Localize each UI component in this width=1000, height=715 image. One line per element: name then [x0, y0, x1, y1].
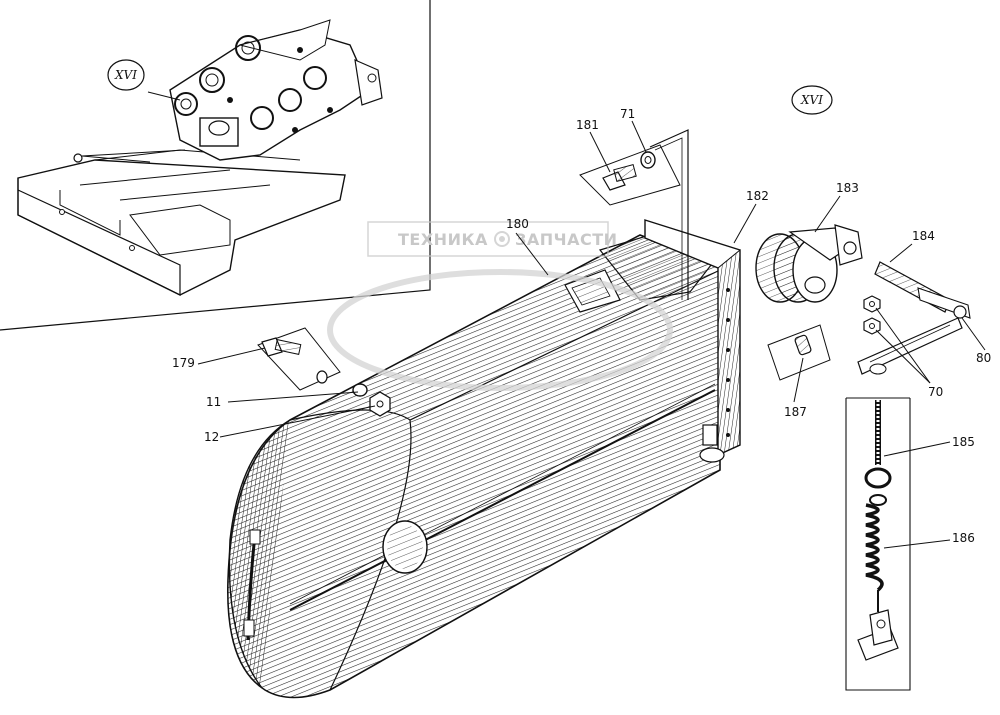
leader-lines — [197, 120, 986, 549]
bolt-179-group — [257, 327, 391, 417]
callout-179: 179 — [172, 356, 195, 370]
spring — [865, 494, 887, 612]
bolt-181-group — [579, 129, 689, 300]
group-frame-right — [845, 398, 911, 691]
tensioner-arm — [857, 261, 971, 375]
callout-180: 180 — [506, 217, 529, 231]
callout-182: 182 — [746, 189, 769, 203]
spring-bracket — [857, 609, 899, 661]
section-mark-inset: XVI — [114, 68, 137, 82]
tensioner-assembly — [755, 224, 863, 303]
section-mark-circle — [791, 85, 833, 115]
eye-bolt — [864, 400, 892, 489]
callout-183: 183 — [836, 181, 859, 195]
inset-detail — [0, 0, 431, 331]
casing-latch — [699, 424, 725, 463]
callout-80: 80 — [976, 351, 991, 365]
watermark — [327, 221, 673, 391]
set-screw — [767, 324, 831, 381]
callout-185: 185 — [952, 435, 975, 449]
watermark-right: ЗАПЧАСТИ — [515, 230, 618, 249]
watermark-left: ТЕХНИКА — [398, 230, 488, 249]
nuts-70 — [863, 295, 881, 335]
callout-11: 11 — [206, 395, 221, 409]
callout-70: 70 — [928, 385, 943, 399]
flange-plate — [644, 219, 741, 457]
callout-184: 184 — [912, 229, 935, 243]
callout-12: 12 — [204, 430, 219, 444]
callout-186: 186 — [952, 531, 975, 545]
callout-181: 181 — [576, 118, 599, 132]
section-mark-main: XVI — [800, 93, 823, 107]
callout-187: 187 — [784, 405, 807, 419]
callout-71: 71 — [620, 107, 635, 121]
